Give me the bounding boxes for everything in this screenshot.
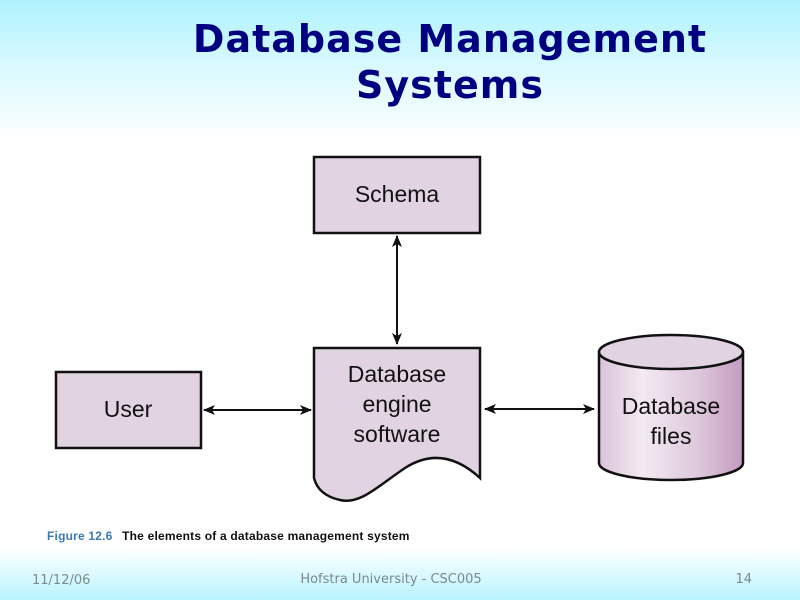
footer-page-number: 14	[735, 572, 752, 587]
slide-title: Database Management Systems	[100, 16, 800, 108]
files-label-line-2: files	[651, 423, 692, 449]
footer-course: Hofstra University - CSC005	[300, 572, 482, 587]
engine-label-line-3: software	[354, 421, 441, 447]
cylinder-top	[597, 333, 745, 371]
engine-label-line-2: engine	[362, 391, 431, 417]
user-node: User	[54, 370, 203, 450]
cylinder-body	[597, 350, 745, 482]
schema-node: Schema	[312, 155, 482, 235]
figure-number: Figure 12.6	[47, 529, 113, 543]
figure-caption: Figure 12.6 The elements of a database m…	[47, 529, 410, 543]
files-node: Database files	[597, 333, 745, 482]
engine-document-shape	[312, 346, 482, 503]
user-box	[54, 370, 203, 450]
files-label-line-1: Database	[622, 393, 720, 419]
engine-label-line-1: Database	[348, 361, 446, 387]
figure-caption-text: The elements of a database management sy…	[122, 529, 410, 543]
user-label: User	[104, 396, 153, 422]
header-background	[0, 0, 800, 140]
engine-node: Database engine software	[312, 346, 482, 503]
schema-box	[312, 155, 482, 235]
footer-background	[0, 548, 800, 600]
footer-date: 11/12/06	[32, 573, 91, 588]
title-line-2: Systems	[356, 63, 544, 107]
schema-label: Schema	[355, 181, 440, 207]
title-line-1: Database Management	[192, 17, 708, 61]
